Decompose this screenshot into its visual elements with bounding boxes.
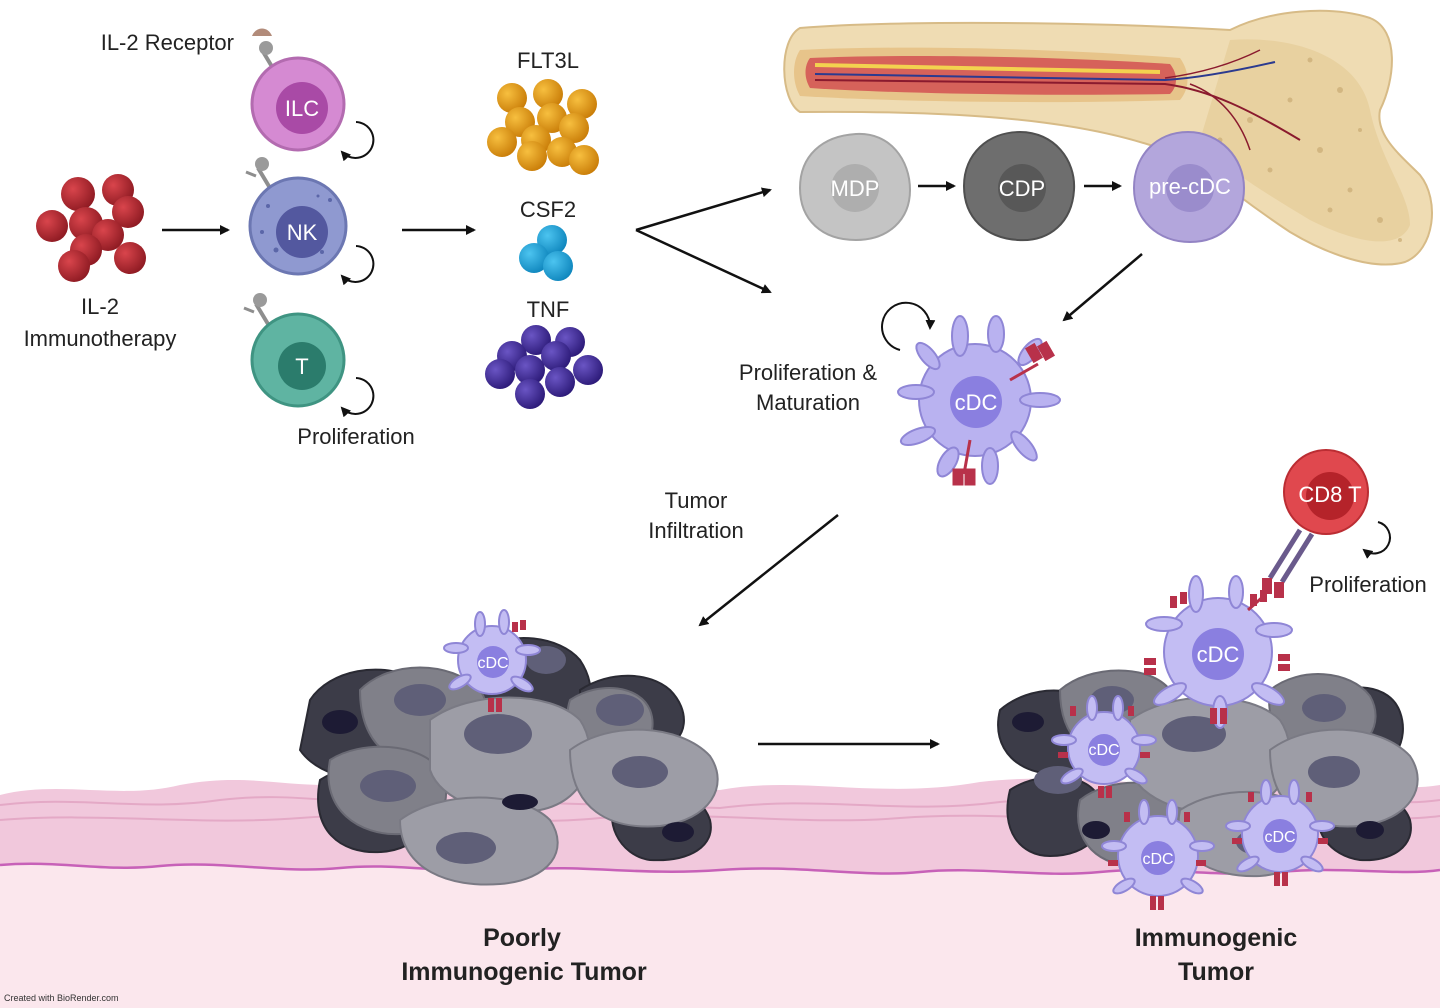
- mdp-label: MDP: [831, 176, 880, 201]
- cdp-cell: CDP: [962, 130, 1076, 242]
- nk-label: NK: [287, 220, 318, 245]
- mdp-cell: MDP: [798, 132, 912, 242]
- tnf-molecules: [485, 325, 603, 409]
- proliferation-label-right: Proliferation: [1309, 572, 1426, 597]
- cdc-imm-bottom-cell: cDC: [1101, 799, 1215, 910]
- self-renewal-arrows: [340, 121, 375, 418]
- tnf-label: TNF: [527, 297, 570, 322]
- tumor-infiltration-line2: Infiltration: [648, 518, 743, 543]
- cd8t-cell: CD8 T: [1283, 449, 1369, 535]
- il2-label-line2: Immunotherapy: [24, 326, 177, 351]
- poor-tumor-title-line1: Poorly: [483, 924, 561, 952]
- ilc-cell: ILC: [250, 56, 346, 152]
- il2-receptor-label: IL-2 Receptor: [101, 30, 234, 55]
- arrows: [162, 181, 1143, 749]
- nk-cell: NK: [248, 176, 348, 276]
- cdc-main-cell: cDC: [897, 315, 1061, 486]
- cdc-self-renewal-arrow: [881, 301, 936, 351]
- csf2-label: CSF2: [520, 197, 576, 222]
- cdc-imm-top-cell: cDC: [1144, 575, 1293, 729]
- cdc-poor-cell: cDC: [443, 609, 541, 712]
- poor-tumor-title-line2: Immunogenic Tumor: [401, 958, 647, 986]
- cd8t-label: CD8 T: [1298, 482, 1361, 507]
- immuno-tumor-title-line1: Immunogenic: [1135, 924, 1298, 952]
- cdc-imm-bottom-label: cDC: [1142, 851, 1173, 868]
- immuno-tumor-title-line2: Tumor: [1178, 958, 1254, 986]
- cdc-main-label: cDC: [955, 390, 998, 415]
- cd8t-self-renewal-arrow: [1362, 521, 1391, 559]
- precdc-label: pre-cDC: [1149, 174, 1231, 199]
- cdc-poor-label: cDC: [477, 655, 508, 672]
- prolif-maturation-line2: Maturation: [756, 390, 860, 415]
- tumor-infiltration-line1: Tumor: [665, 488, 728, 513]
- precdc-cell: pre-cDC: [1132, 130, 1246, 244]
- csf2-molecules: [519, 225, 573, 281]
- cdc-imm-top-label: cDC: [1197, 642, 1240, 667]
- il2-molecules: [36, 174, 146, 282]
- cdp-label: CDP: [999, 176, 1045, 201]
- cdc-imm-right-label: cDC: [1264, 829, 1295, 846]
- cd8t-tcr-contact: [1247, 528, 1315, 612]
- proliferation-label-top: Proliferation: [297, 424, 414, 449]
- prolif-maturation-line1: Proliferation &: [739, 360, 878, 385]
- cdc-imm-left-cell: cDC: [1051, 695, 1157, 798]
- cdc-imm-left-label: cDC: [1088, 742, 1119, 759]
- flt3l-label: FLT3L: [517, 48, 579, 73]
- il2-label-line1: IL-2: [81, 294, 119, 319]
- t-label: T: [295, 354, 308, 379]
- ilc-label: ILC: [285, 96, 319, 121]
- t-cell: T: [250, 312, 346, 408]
- cdc-imm-right-cell: cDC: [1225, 779, 1335, 886]
- bone-marrow: [783, 9, 1433, 266]
- credit-text: Created with BioRender.com: [4, 993, 119, 1003]
- flt3l-molecules: [487, 79, 599, 175]
